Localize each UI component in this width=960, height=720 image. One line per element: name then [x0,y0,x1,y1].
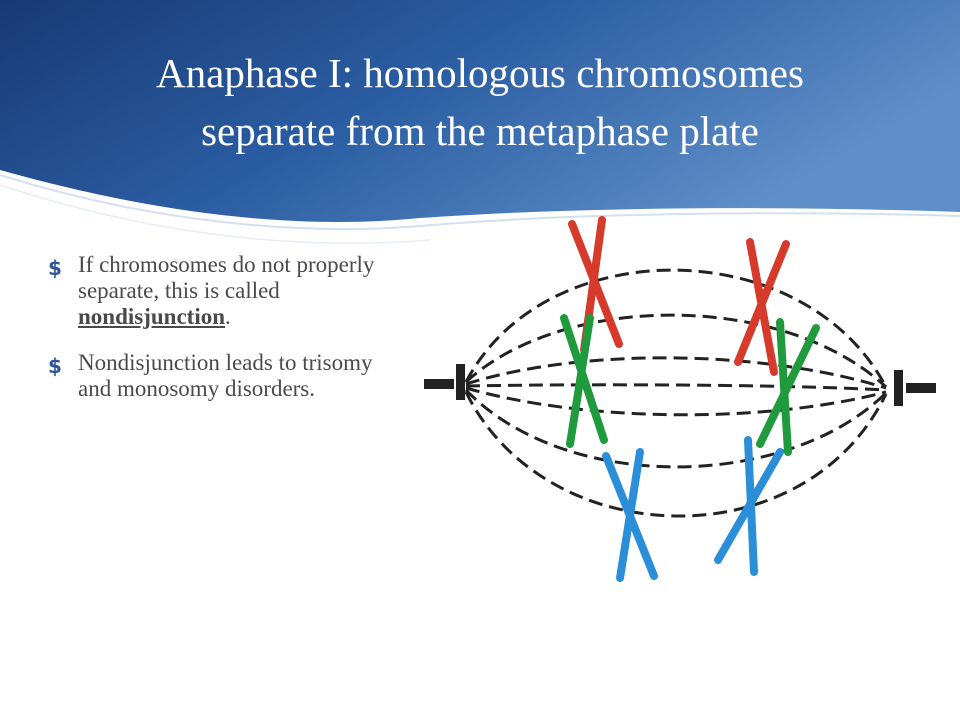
green-chromosome-left [560,314,608,448]
bullet-1-period: . [225,304,231,329]
dollar-swash-bullet-icon: $ [48,354,62,378]
spindle-fiber [464,313,888,389]
right-pole-bar [906,383,936,393]
title-line-1: Anaphase I: homologous chromosomes [156,50,804,96]
spindle-fiber [465,386,887,417]
bullet-item-disorders: $ Nondisjunction leads to trisomy and mo… [48,350,388,402]
spindle-fiber [464,268,888,388]
title-header-band [0,0,960,244]
green-chromosome-right [756,318,820,456]
anaphase-spindle-diagram [424,216,936,582]
bullet-item-nondisjunction: $ If chromosomes do not properly separat… [48,252,388,330]
left-pole-bar [424,379,454,389]
bullet-list: $ If chromosomes do not properly separat… [48,252,388,422]
spindle-fibers [464,268,888,518]
spindle-fiber [464,391,888,518]
left-centrosome [424,364,465,400]
dollar-swash-bullet-icon: $ [48,256,62,280]
bullet-2-text: Nondisjunction leads to trisomy and mono… [78,350,373,401]
blue-chromosome-left [602,448,658,582]
right-centrosome [894,370,936,406]
spindle-fiber [465,356,887,390]
nondisjunction-keyword: nondisjunction [78,304,226,329]
bullet-1-text: If chromosomes do not properly separate,… [78,252,375,303]
right-pole-plate [894,370,903,406]
title-line-2: separate from the metaphase plate [201,108,759,154]
red-chromosome-right [734,238,790,376]
slide-title: Anaphase I: homologous chromosomes separ… [60,44,900,160]
left-pole-plate [456,364,465,400]
blue-chromosome-right [714,436,784,576]
spindle-fiber [465,383,887,392]
